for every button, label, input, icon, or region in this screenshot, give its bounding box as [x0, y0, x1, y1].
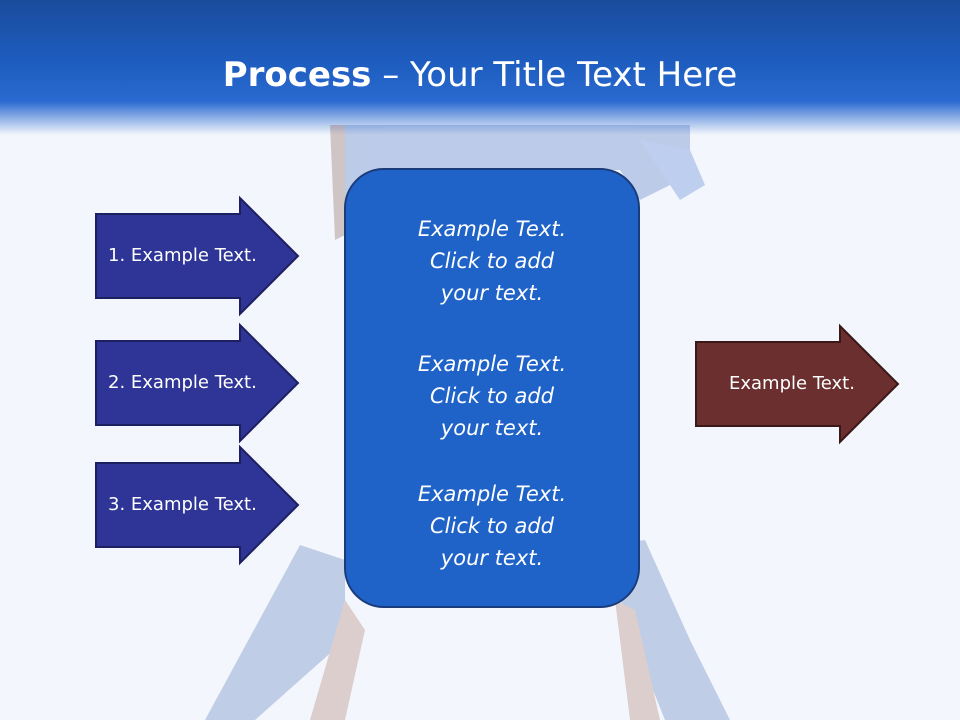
center-text-item-2[interactable]: Example Text. Click to add your text. — [417, 352, 567, 440]
title-bar — [0, 0, 960, 135]
output-arrow[interactable] — [695, 323, 900, 445]
step-label-1: 1. Example Text. — [108, 245, 257, 266]
title-strong: Process — [222, 55, 372, 95]
center-text-item-3[interactable]: Example Text. Click to add your text. — [417, 482, 567, 570]
step-label-2: 2. Example Text. — [108, 372, 257, 393]
step-arrow-1[interactable] — [95, 195, 300, 317]
step-arrow-2[interactable] — [95, 322, 300, 444]
center-text-box[interactable] — [344, 168, 640, 608]
output-label: Example Text. — [729, 373, 855, 394]
step-arrow-3[interactable] — [95, 444, 300, 566]
page-title: Process – Your Title Text Here — [0, 52, 960, 98]
center-text-item-1[interactable]: Example Text. Click to add your text. — [417, 217, 567, 305]
step-label-3: 3. Example Text. — [108, 494, 257, 515]
title-rest: – Your Title Text Here — [371, 55, 738, 95]
